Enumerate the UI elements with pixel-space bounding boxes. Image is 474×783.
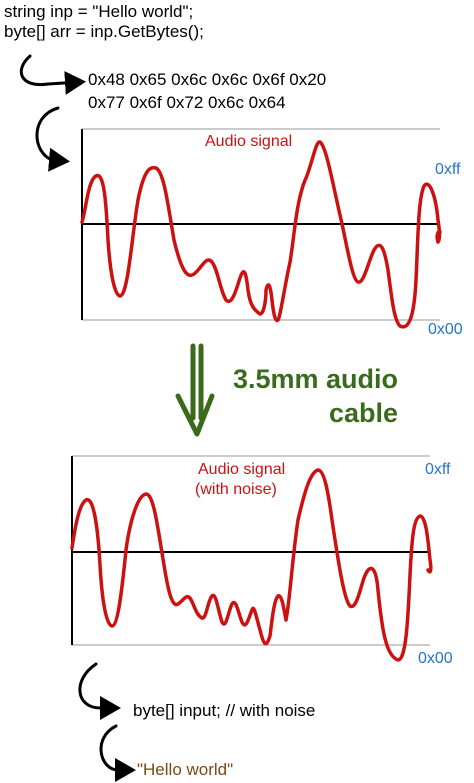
cable-down-arrow xyxy=(175,343,215,437)
output-string: "Hello world" xyxy=(137,760,234,779)
bottom-chart-title-line-2: (with noise) xyxy=(195,481,277,498)
flow-arrow-3 xyxy=(78,662,121,720)
top-chart-min-label: 0x00 xyxy=(428,321,463,338)
bottom-chart-title-line-1: Audio signal xyxy=(198,461,286,478)
flow-arrow-1 xyxy=(19,54,86,95)
cable-label-line-2: cable xyxy=(328,398,398,428)
bottom-chart-min-label: 0x00 xyxy=(418,650,453,667)
bottom-chart-signal-wave xyxy=(70,468,433,662)
hex-bytes-line-1: 0x48 0x65 0x6c 0x6c 0x6f 0x20 xyxy=(88,70,327,89)
code-line-1: string inp = "Hello world"; xyxy=(4,2,194,21)
top-chart-signal-wave xyxy=(80,140,442,329)
input-bytes-line: byte[] input; // with noise xyxy=(133,701,316,720)
code-line-2: byte[] arr = inp.GetBytes(); xyxy=(4,22,204,41)
bottom-chart-max-label: 0xff xyxy=(425,461,451,478)
flow-arrow-4 xyxy=(99,724,136,782)
top-chart-max-label: 0xff xyxy=(435,161,461,178)
flow-arrow-2 xyxy=(35,106,70,172)
hex-bytes-line-2: 0x77 0x6f 0x72 0x6c 0x64 xyxy=(88,93,286,112)
cable-label-line-1: 3.5mm audio xyxy=(232,364,398,394)
top-chart-title: Audio signal xyxy=(205,133,293,150)
